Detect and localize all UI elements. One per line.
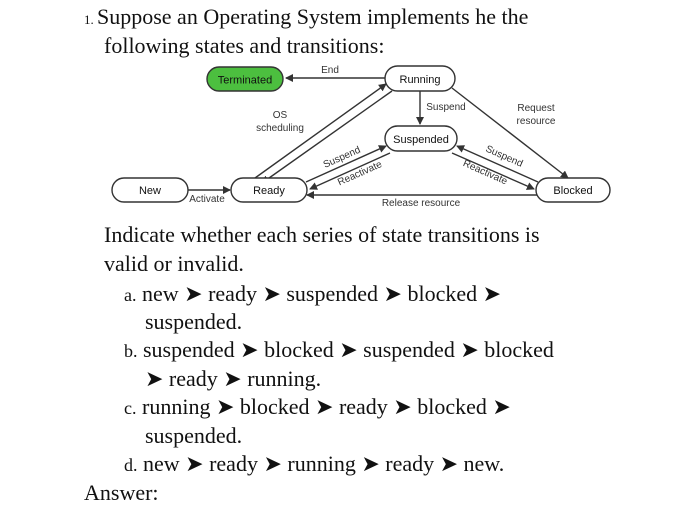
state-new: New (111, 177, 189, 203)
edge-os-scheduling-down (261, 90, 393, 184)
state-running-label: Running (400, 74, 441, 86)
state-transition-diagram: Terminated Running Suspended New Ready B… (111, 65, 611, 209)
label-end: End (321, 65, 339, 76)
question-text-line-1: Suppose an Operating System implements h… (97, 4, 529, 29)
label-suspend-blocked: Suspend (484, 144, 525, 170)
state-ready-label: Ready (253, 185, 285, 197)
item-c-marker: c. (124, 398, 137, 418)
edge-os-scheduling-up (254, 83, 387, 179)
item-a-line-1: new ➤ ready ➤ suspended ➤ blocked ➤ (142, 281, 502, 306)
item-a-marker: a. (124, 285, 137, 305)
instructions-line-1: Indicate whether each series of state tr… (104, 222, 540, 247)
state-new-label: New (139, 185, 161, 197)
state-running: Running (384, 65, 456, 92)
answer-label: Answer: (84, 480, 159, 505)
label-suspend-running: Suspend (426, 102, 465, 113)
item-a-line-2: suspended. (145, 309, 243, 334)
item-b-line-2: ➤ ready ➤ running. (145, 366, 322, 391)
item-b-marker: b. (124, 341, 138, 361)
question-text-line-2: following states and transitions: (104, 33, 385, 58)
item-b-line-1: suspended ➤ blocked ➤ suspended ➤ blocke… (143, 337, 554, 362)
state-blocked: Blocked (535, 177, 611, 203)
label-os-scheduling-2: scheduling (256, 123, 304, 134)
item-b: b. suspended ➤ blocked ➤ suspended ➤ blo… (124, 339, 554, 361)
label-release-resource: Release resource (382, 198, 461, 209)
item-d-line-1: new ➤ ready ➤ running ➤ ready ➤ new. (143, 451, 505, 476)
edge-suspended-reactivate-blocked (451, 152, 535, 190)
label-request-resource-1: Request (517, 103, 554, 114)
state-suspended-label: Suspended (393, 134, 449, 146)
label-reactivate-blocked: Reactivate (461, 158, 509, 187)
item-a: a. new ➤ ready ➤ suspended ➤ blocked ➤ (124, 283, 501, 305)
label-request-resource-2: resource (517, 116, 556, 127)
item-d-marker: d. (124, 455, 138, 475)
item-c: c. running ➤ blocked ➤ ready ➤ blocked ➤ (124, 396, 511, 418)
item-c-line-2: suspended. (145, 423, 243, 448)
item-c-line-1: running ➤ blocked ➤ ready ➤ blocked ➤ (142, 394, 511, 419)
instructions-line-2: valid or invalid. (104, 251, 244, 276)
edge-request-resource (451, 87, 569, 179)
state-ready: Ready (230, 177, 308, 203)
state-terminated: Terminated (206, 66, 284, 92)
label-os-scheduling-1: OS (273, 110, 288, 121)
label-suspend-ready: Suspend (322, 145, 363, 171)
state-blocked-label: Blocked (553, 185, 592, 197)
edge-ready-suspend (305, 145, 387, 183)
state-suspended: Suspended (384, 125, 458, 152)
edge-suspended-reactivate-ready (309, 152, 391, 190)
item-d: d. new ➤ ready ➤ running ➤ ready ➤ new. (124, 453, 504, 475)
state-terminated-label: Terminated (218, 75, 272, 87)
edge-blocked-suspend (456, 145, 539, 183)
question-number: 1. (84, 12, 94, 27)
label-activate: Activate (189, 194, 225, 205)
